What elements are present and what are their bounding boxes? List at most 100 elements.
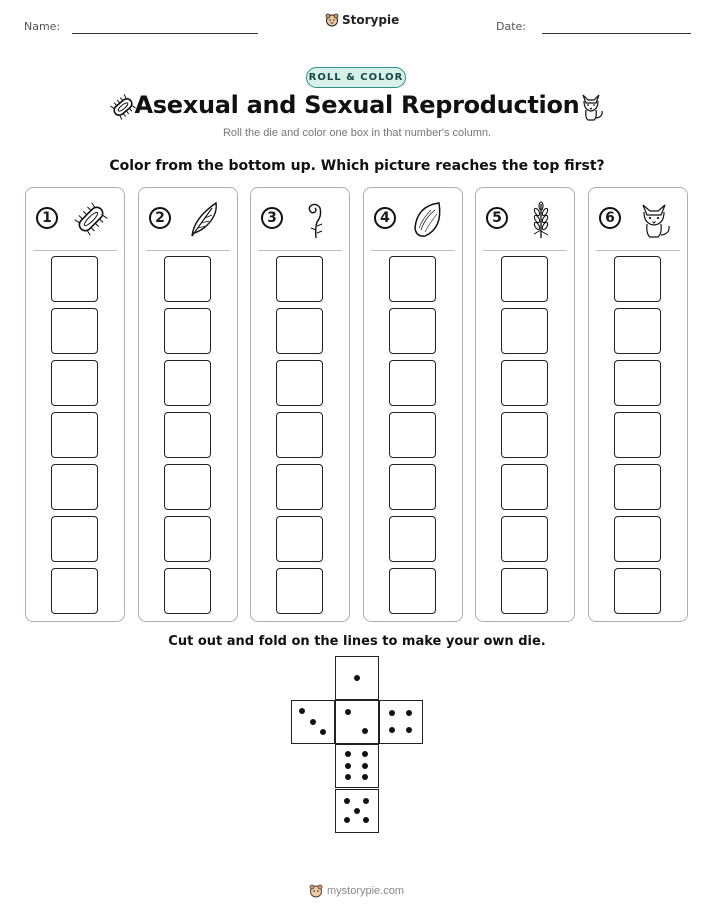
- color-box[interactable]: [501, 464, 548, 510]
- color-box[interactable]: [276, 360, 323, 406]
- feather-icon: [191, 201, 217, 237]
- die-pip: [345, 773, 352, 780]
- color-box[interactable]: [614, 412, 661, 458]
- fox-icon: [642, 204, 670, 238]
- column-6: 6: [588, 187, 688, 622]
- fox-icon: [582, 94, 603, 121]
- instruction-text: Color from the bottom up. Which picture …: [109, 158, 605, 174]
- color-box[interactable]: [276, 256, 323, 302]
- color-box[interactable]: [614, 516, 661, 562]
- subtitle: Roll the die and color one box in that n…: [222, 127, 492, 139]
- color-box[interactable]: [164, 412, 211, 458]
- color-box[interactable]: [164, 256, 211, 302]
- column-header: 1: [26, 188, 124, 250]
- color-box[interactable]: [501, 516, 548, 562]
- color-box[interactable]: [389, 568, 436, 614]
- die-pip: [361, 773, 368, 780]
- color-box[interactable]: [389, 516, 436, 562]
- fern-icon: [308, 203, 323, 239]
- color-box[interactable]: [614, 568, 661, 614]
- color-box[interactable]: [614, 464, 661, 510]
- column-4: 4: [363, 187, 463, 622]
- storypie-mascot-icon: [309, 884, 323, 898]
- column-divider: [371, 250, 455, 251]
- column-divider: [596, 250, 680, 251]
- name-label: Name:: [24, 20, 61, 33]
- die-face-bottom: [335, 789, 379, 833]
- die-pip: [345, 751, 352, 758]
- color-box[interactable]: [276, 464, 323, 510]
- name-line: [72, 33, 258, 34]
- column-divider: [33, 250, 117, 251]
- color-box[interactable]: [389, 360, 436, 406]
- color-box[interactable]: [501, 308, 548, 354]
- color-box[interactable]: [164, 568, 211, 614]
- color-box[interactable]: [51, 308, 98, 354]
- color-box[interactable]: [276, 516, 323, 562]
- column-number: 4: [374, 207, 396, 229]
- color-box[interactable]: [51, 568, 98, 614]
- color-box[interactable]: [164, 516, 211, 562]
- die-face-center: [335, 700, 379, 744]
- color-box[interactable]: [164, 464, 211, 510]
- color-box[interactable]: [501, 412, 548, 458]
- color-box[interactable]: [614, 308, 661, 354]
- column-number: 1: [36, 207, 58, 229]
- die-pip: [345, 762, 352, 769]
- bacteria-icon: [74, 202, 108, 236]
- color-box[interactable]: [276, 308, 323, 354]
- die-face-top: [335, 656, 379, 700]
- color-box[interactable]: [389, 308, 436, 354]
- color-box[interactable]: [389, 464, 436, 510]
- die-face-below-center: [335, 744, 379, 788]
- column-header: 6: [589, 188, 687, 250]
- color-box[interactable]: [51, 464, 98, 510]
- footer-url: mystorypie.com: [327, 885, 405, 897]
- die-pip: [299, 708, 306, 715]
- brand-logo: Storypie: [325, 13, 399, 27]
- die-pip: [362, 798, 369, 805]
- die-face-left: [291, 700, 335, 744]
- column-number: 2: [149, 207, 171, 229]
- column-header: 4: [364, 188, 462, 250]
- column-divider: [146, 250, 230, 251]
- color-box[interactable]: [389, 256, 436, 302]
- almond-seed-icon: [414, 202, 441, 237]
- column-number: 3: [261, 207, 283, 229]
- die-pip: [353, 674, 360, 681]
- color-box[interactable]: [164, 360, 211, 406]
- color-box[interactable]: [276, 412, 323, 458]
- color-box[interactable]: [51, 360, 98, 406]
- color-box[interactable]: [389, 412, 436, 458]
- die-face-right: [379, 700, 423, 744]
- color-box[interactable]: [501, 360, 548, 406]
- bacteria-icon: [110, 94, 136, 120]
- date-label: Date:: [496, 20, 526, 33]
- die-pip: [344, 816, 351, 823]
- die-pip: [405, 726, 412, 733]
- die-pip: [361, 762, 368, 769]
- color-box[interactable]: [51, 412, 98, 458]
- color-box[interactable]: [501, 256, 548, 302]
- die-pip: [344, 798, 351, 805]
- column-5: 5: [475, 187, 575, 622]
- column-2: 2: [138, 187, 238, 622]
- color-box[interactable]: [51, 256, 98, 302]
- page-title: Asexual and Sexual Reproduction: [134, 91, 580, 119]
- color-box[interactable]: [614, 256, 661, 302]
- color-box[interactable]: [51, 516, 98, 562]
- date-line: [542, 33, 691, 34]
- color-box[interactable]: [276, 568, 323, 614]
- color-box[interactable]: [614, 360, 661, 406]
- column-number: 5: [486, 207, 508, 229]
- color-box[interactable]: [164, 308, 211, 354]
- footer: mystorypie.com: [309, 884, 404, 898]
- die-pip: [309, 718, 316, 725]
- storypie-mascot-icon: [325, 13, 339, 27]
- die-pip: [345, 709, 352, 716]
- die-pip: [389, 710, 396, 717]
- column-header: 3: [251, 188, 349, 250]
- color-box[interactable]: [501, 568, 548, 614]
- wheat-icon: [533, 201, 549, 238]
- die-pip: [361, 751, 368, 758]
